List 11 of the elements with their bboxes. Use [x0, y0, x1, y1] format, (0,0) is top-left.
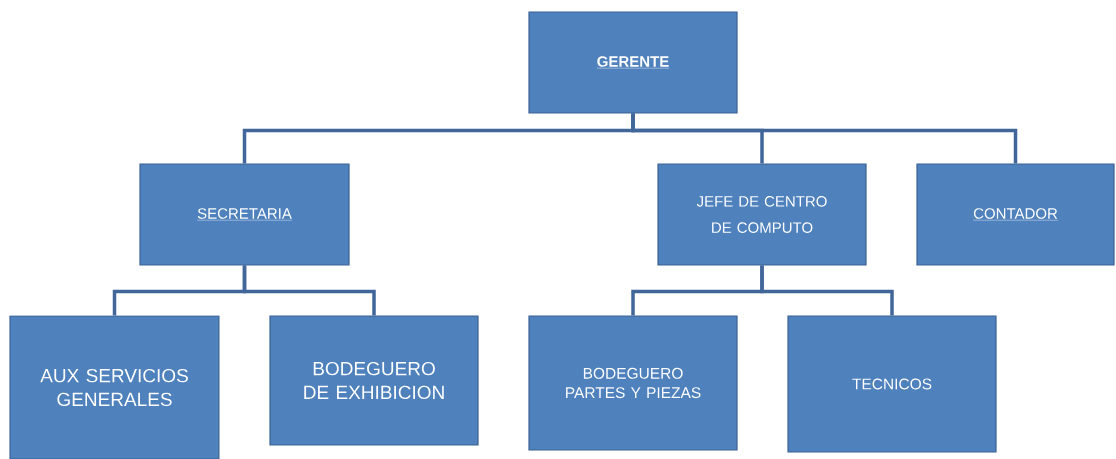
- org-box: GERENTE: [528, 11, 738, 114]
- connector-line: [760, 265, 894, 316]
- org-box: JEFE DE CENTRO DE COMPUTO: [657, 163, 867, 266]
- connector-line: [631, 113, 1018, 164]
- org-box: AUX SERVICIOS GENERALES: [9, 315, 220, 459]
- connector-line: [242, 265, 376, 316]
- org-box: BODEGUERO PARTES Y PIEZAS: [528, 315, 738, 451]
- org-box: SECRETARIA: [139, 163, 350, 266]
- org-box: BODEGUERO DE EXHIBICION: [269, 315, 479, 446]
- org-box: TECNICOS: [787, 315, 997, 453]
- org-box: CONTADOR: [916, 163, 1115, 266]
